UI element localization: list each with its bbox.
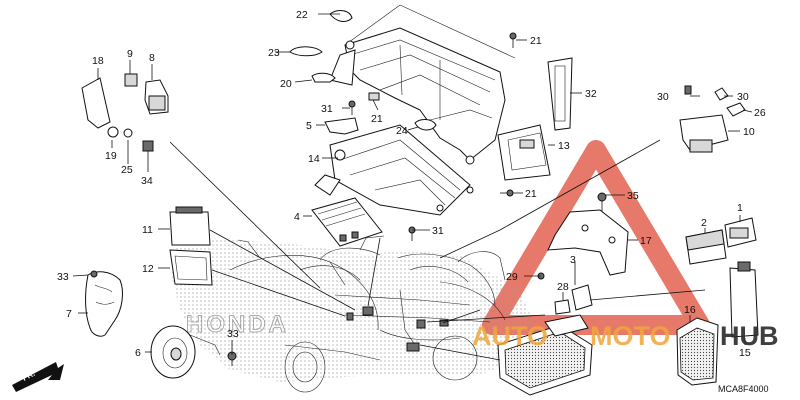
- callout-12: 12: [142, 263, 154, 275]
- bolt-icon: [348, 32, 746, 241]
- callout-31: 31: [321, 103, 333, 115]
- callout-11: 11: [142, 224, 153, 236]
- watermark-text-moto: MOTO: [590, 321, 671, 351]
- tray-12-icon: [169, 249, 213, 286]
- clip-icon: [289, 10, 353, 83]
- callout-10: 10: [743, 126, 755, 138]
- control-unit-10-icon: [679, 114, 729, 153]
- brand-label: HONDA: [186, 311, 289, 338]
- callout-3: 3: [570, 254, 576, 266]
- callout-33: 33: [57, 271, 69, 283]
- callout-5: 5: [306, 120, 312, 132]
- connector-3-icon: [537, 272, 593, 315]
- leader-lines: [72, 13, 753, 361]
- callout-33b: 33: [227, 328, 239, 340]
- motorcycle-silhouette-icon: [170, 235, 545, 393]
- watermark-text-hub: HUB: [720, 321, 779, 351]
- ecu-module-4-icon: [311, 197, 383, 247]
- connector-9-icon: [124, 73, 138, 87]
- callout-22: 21: [371, 113, 383, 125]
- callout-30: 30: [657, 91, 669, 103]
- module-11-icon: [169, 206, 211, 246]
- callout-19: 19: [105, 150, 117, 162]
- frame-assembly-icon: [329, 4, 516, 165]
- callout-35: 35: [627, 190, 639, 202]
- callout-31b: 31: [432, 225, 444, 237]
- callout-21: 21: [530, 35, 542, 47]
- callout-34: 34: [141, 175, 153, 187]
- frame-lower-tray-icon: [314, 124, 474, 216]
- callout-24: 22: [296, 9, 308, 21]
- callout-9: 9: [127, 48, 133, 60]
- bracket-5-icon: [324, 117, 359, 135]
- front-arrow-icon: FR.: [12, 362, 64, 392]
- callout-28: 28: [557, 281, 569, 293]
- horn-7-icon: [85, 270, 123, 337]
- regulator-rectifier-icon: [497, 314, 593, 396]
- callout-8: 8: [149, 52, 155, 64]
- callout-13: 13: [558, 140, 570, 152]
- watermark-text-auto: AUTO: [472, 321, 548, 351]
- bolt-33-icon: [227, 351, 237, 366]
- callout-15: 15: [739, 347, 751, 359]
- callout-18: 18: [92, 55, 104, 67]
- callout-6: 6: [135, 347, 141, 359]
- callout-32: 32: [585, 88, 597, 100]
- callout-7: 7: [66, 308, 72, 320]
- callout-26: 24: [396, 125, 408, 137]
- watermark-logo: [482, 140, 710, 335]
- callout-1: 1: [737, 202, 743, 214]
- module-15-icon: [729, 261, 759, 338]
- callout-30b: 30: [737, 91, 749, 103]
- bracket-17-icon: [547, 192, 629, 276]
- callout-4: 4: [294, 211, 300, 223]
- bracket-32-icon: [547, 57, 573, 131]
- callout-17: 17: [640, 235, 652, 247]
- relay-2-icon: [685, 229, 727, 265]
- callout-20: 20: [280, 78, 292, 90]
- callout-25: 23: [268, 47, 280, 59]
- diagram-code: MCA8F4000: [718, 384, 769, 394]
- callout-27: 26: [754, 107, 766, 119]
- module-16-icon: [676, 317, 719, 386]
- callout-14: 14: [308, 153, 320, 165]
- relay-box-13-icon: [497, 124, 551, 181]
- callout-29: 29: [506, 271, 518, 283]
- relay-8-icon: [144, 79, 169, 115]
- callout-23: 25: [121, 164, 133, 176]
- callout-16: 16: [684, 304, 696, 316]
- bracket-18-icon: [81, 77, 154, 160]
- watermark-text: AUTO MOTO HUB: [472, 321, 779, 351]
- callout-labels: 22 23 20 31 5 21 14 24 21 21 13 32 31 4 …: [57, 9, 766, 359]
- callout-21b: 21: [525, 188, 537, 200]
- callout-2: 2: [701, 217, 707, 229]
- relay-1-icon: [724, 217, 757, 248]
